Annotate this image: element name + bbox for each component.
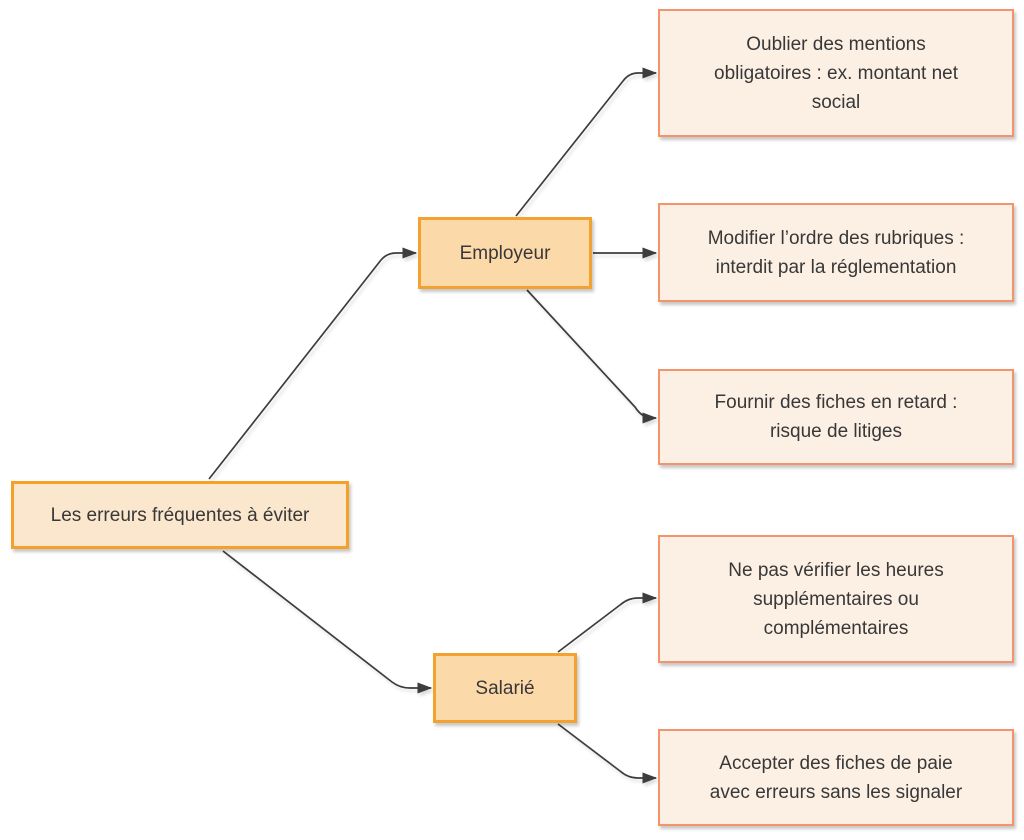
edge-salarie-to-error-2 (557, 723, 658, 784)
node-employeur-error-2-label: Modifier l’ordre des rubriques : interdi… (707, 227, 965, 278)
node-salarie-error-1-label: Ne pas vérifier les heures supplémentair… (728, 559, 944, 639)
node-employeur-error-2: Modifier l’ordre des rubriques : interdi… (658, 203, 1014, 302)
node-employeur-error-3-label: Fournir des fiches en retard : risque de… (714, 392, 958, 442)
node-employeur-error-1-label: Oublier des mentions obligatoires : ex. … (714, 33, 958, 113)
edge-salarie-to-error-1 (557, 592, 658, 653)
edge-employeur-to-error-1 (515, 67, 658, 217)
node-employeur-label: Employeur (459, 242, 551, 264)
node-salarie-error-2-label: Accepter des fiches de paie avec erreurs… (709, 752, 963, 803)
node-salarie-error-1: Ne pas vérifier les heures supplémentair… (658, 535, 1014, 663)
node-salarie: Salarié (433, 653, 577, 723)
node-employeur: Employeur (418, 217, 592, 289)
node-salarie-label: Salarié (475, 677, 535, 699)
node-employeur-error-3: Fournir des fiches en retard : risque de… (658, 369, 1014, 465)
edge-employeur-to-error-3 (526, 289, 658, 424)
edge-root-to-salarie (222, 550, 433, 694)
node-root: Les erreurs fréquentes à éviter (11, 481, 349, 549)
node-root-label: Les erreurs fréquentes à éviter (50, 504, 310, 526)
edge-root-to-employeur (208, 247, 418, 480)
node-salarie-error-2: Accepter des fiches de paie avec erreurs… (658, 729, 1014, 826)
node-employeur-error-1: Oublier des mentions obligatoires : ex. … (658, 9, 1014, 137)
